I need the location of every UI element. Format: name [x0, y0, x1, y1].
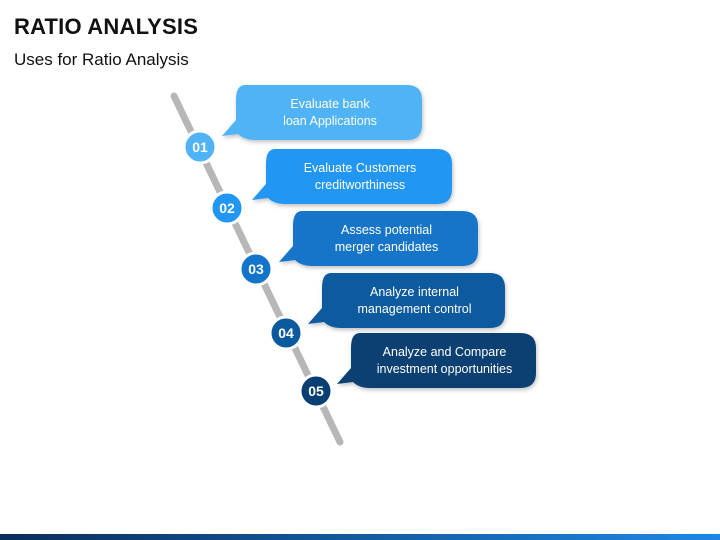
step-3 — [238, 211, 478, 287]
step-badge-5 — [298, 373, 334, 409]
step-badge-1 — [182, 129, 218, 165]
callout-4 — [308, 273, 505, 328]
callout-2 — [252, 149, 452, 204]
page-subtitle: Uses for Ratio Analysis — [14, 50, 189, 69]
step-badge-4 — [268, 315, 304, 351]
callout-1 — [222, 85, 422, 140]
step-badge-2 — [209, 190, 245, 226]
step-2 — [209, 149, 452, 226]
callout-3 — [279, 211, 478, 266]
step-1 — [182, 85, 422, 165]
step-4 — [268, 273, 505, 351]
step-5 — [298, 333, 536, 409]
footer-gradient-bar — [0, 534, 720, 540]
step-badge-3 — [238, 251, 274, 287]
callout-5 — [337, 333, 536, 388]
page-title: RATIO ANALYSIS — [14, 14, 199, 39]
